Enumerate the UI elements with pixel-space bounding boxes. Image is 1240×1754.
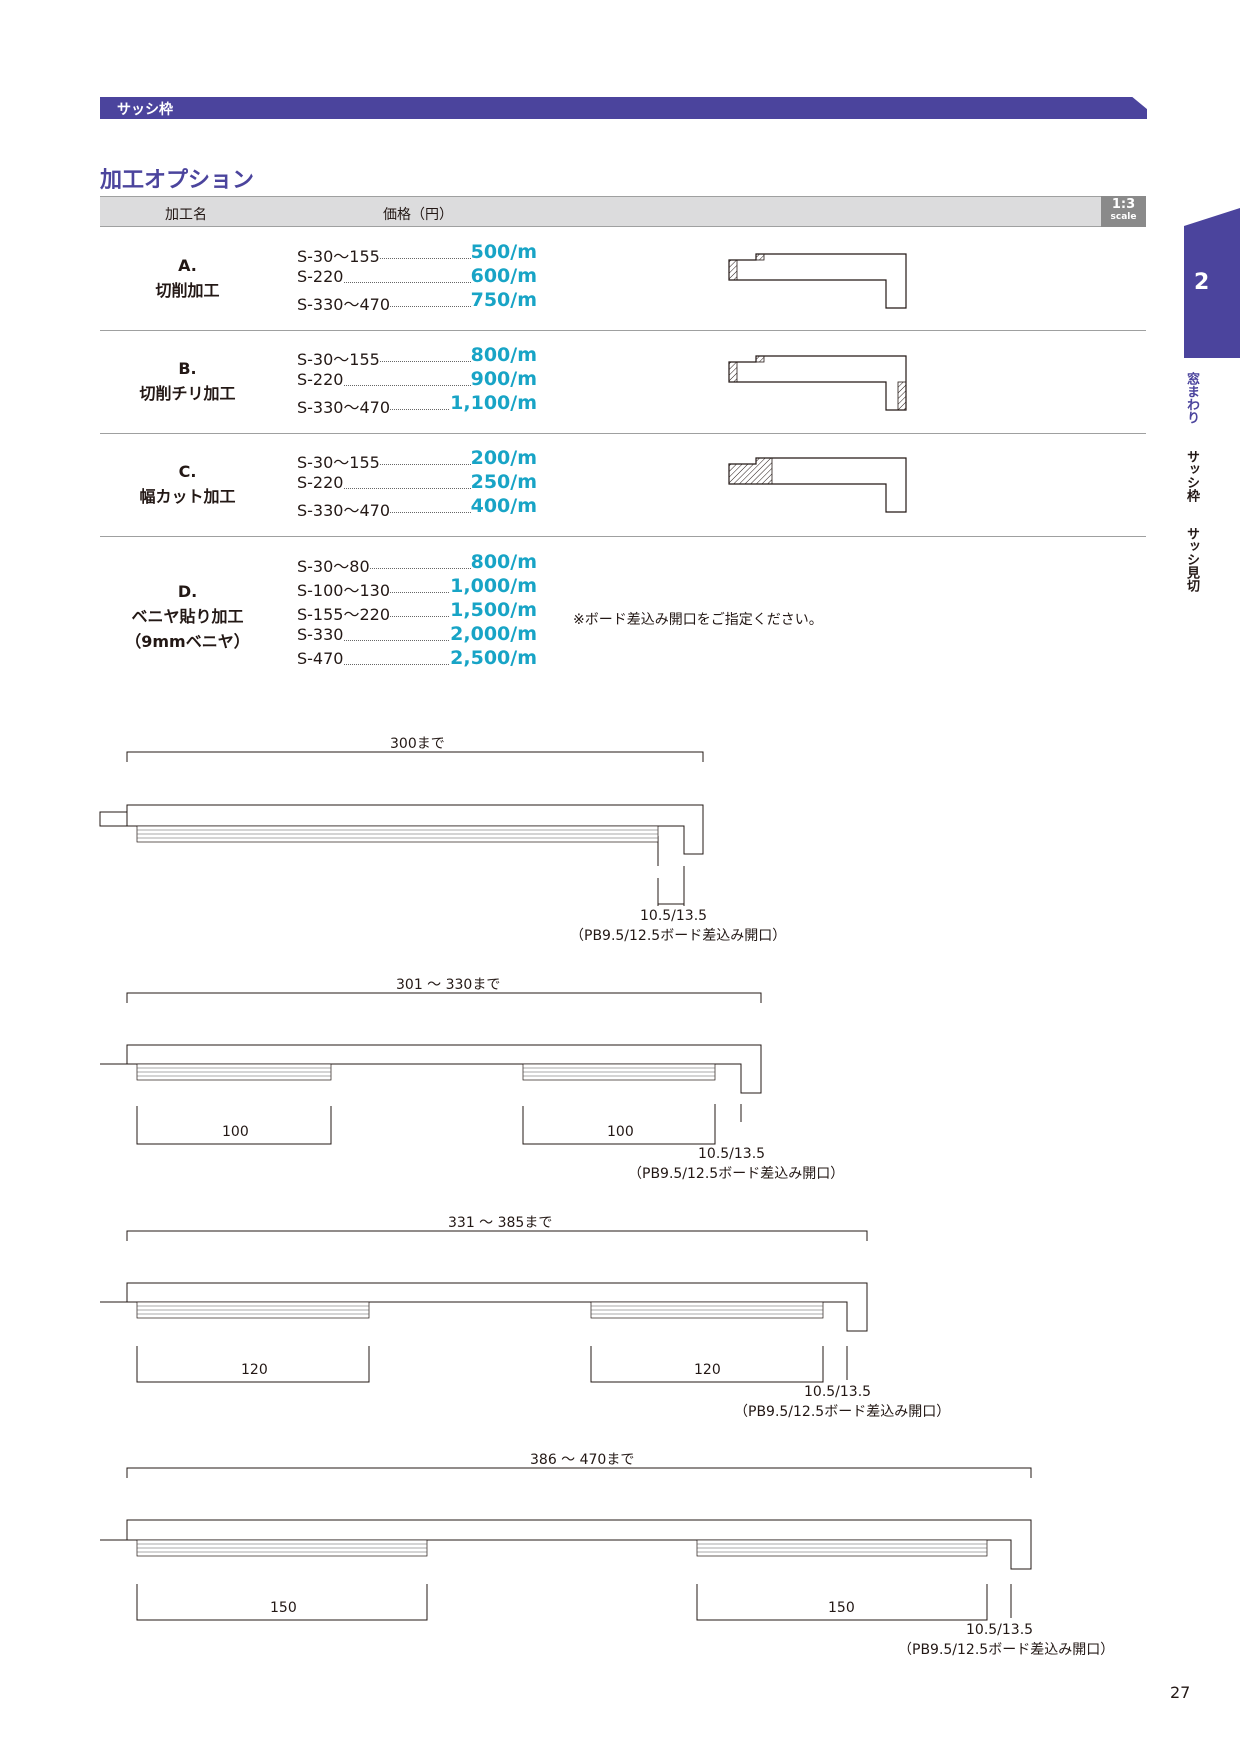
row-divider [100, 433, 1146, 434]
d4-strip-left: 150 [270, 1600, 297, 1616]
price-value: 1,100/m [450, 392, 537, 414]
category-header-bar: サッシ枠 [100, 97, 1147, 119]
d2-gap-label: 10.5/13.5 [698, 1146, 766, 1162]
option-b-name: B. 切削チリ加工 [100, 356, 275, 406]
option-letter: D. [177, 582, 198, 601]
option-d-name: D. ベニヤ貼り加工 （9mmベニヤ） [100, 579, 275, 654]
size-label: S-220 [297, 473, 344, 492]
price-value: 500/m [470, 241, 537, 263]
size-label: S-30〜155 [297, 449, 380, 473]
table-header [100, 196, 1146, 227]
option-title: 切削チリ加工 [139, 384, 236, 403]
price-value: 800/m [470, 551, 537, 573]
price-value: 2,000/m [450, 623, 537, 645]
price-value: 750/m [470, 289, 537, 311]
scale-ratio: 1:3 [1111, 197, 1136, 212]
price-row: S-155〜220 1,500/m [297, 599, 537, 625]
price-row: S-30〜155 200/m [297, 447, 537, 473]
size-label: S-330 [297, 625, 344, 644]
price-value: 400/m [470, 495, 537, 517]
size-label: S-330〜470 [297, 394, 391, 418]
option-title: 幅カット加工 [139, 487, 236, 506]
price-row: S-220 900/m [297, 368, 537, 392]
price-row: S-470 2,500/m [297, 647, 537, 671]
size-label: S-100〜130 [297, 577, 391, 601]
size-label: S-330〜470 [297, 497, 391, 521]
row-divider [100, 536, 1146, 537]
option-a-name: A. 切削加工 [100, 253, 275, 303]
price-value: 900/m [470, 368, 537, 390]
d3-gap-label: 10.5/13.5 [804, 1384, 872, 1400]
d4-width-label: 386 〜 470まで [530, 1452, 635, 1468]
side-nav-item[interactable]: サッシ見切 [1184, 527, 1199, 592]
price-value: 2,500/m [450, 647, 537, 669]
price-value: 200/m [470, 447, 537, 469]
d3-width-label: 331 〜 385まで [448, 1215, 553, 1231]
size-label: S-155〜220 [297, 601, 391, 625]
category-label: サッシ枠 [117, 102, 173, 118]
option-letter: C. [178, 462, 197, 481]
price-row: S-30〜155 500/m [297, 241, 537, 267]
price-row: S-30〜80 800/m [297, 551, 537, 577]
price-row: S-330〜470 750/m [297, 289, 537, 315]
profile-sketch-c [728, 457, 907, 513]
chapter-number: 2 [1194, 270, 1210, 295]
size-label: S-470 [297, 649, 344, 668]
price-row: S-30〜155 800/m [297, 344, 537, 370]
price-row: S-100〜130 1,000/m [297, 575, 537, 601]
d4-gap-label: 10.5/13.5 [966, 1622, 1034, 1638]
option-subtitle: （9mmベニヤ） [125, 632, 250, 651]
size-label: S-330〜470 [297, 291, 391, 315]
size-label: S-30〜155 [297, 243, 380, 267]
scale-word: scale [1110, 212, 1137, 222]
d2-strip-left: 100 [222, 1124, 249, 1140]
option-title: ベニヤ貼り加工 [131, 607, 244, 626]
column-header-name: 加工名 [165, 207, 207, 223]
page-number: 27 [1170, 1683, 1191, 1702]
option-letter: A. [178, 256, 197, 275]
price-row: S-220 250/m [297, 471, 537, 495]
price-row: S-330〜470 1,100/m [297, 392, 537, 418]
d3-strip-right: 120 [694, 1362, 721, 1378]
size-label: S-220 [297, 370, 344, 389]
d1-gap-note: （PB9.5/12.5ボード差込み開口） [570, 928, 787, 944]
d1-gap-label: 10.5/13.5 [640, 908, 708, 924]
column-header-price: 価格（円） [383, 207, 453, 223]
profile-sketch-b [728, 355, 907, 411]
d2-strip-right: 100 [607, 1124, 634, 1140]
price-value: 1,500/m [450, 599, 537, 621]
d1-width-label: 300まで [390, 736, 445, 752]
chapter-tab[interactable]: 2 [1184, 208, 1240, 358]
price-value: 250/m [470, 471, 537, 493]
size-label: S-220 [297, 267, 344, 286]
d3-gap-note: （PB9.5/12.5ボード差込み開口） [734, 1404, 951, 1420]
d2-gap-note: （PB9.5/12.5ボード差込み開口） [628, 1166, 845, 1182]
d2-width-label: 301 〜 330まで [396, 977, 501, 993]
price-value: 1,000/m [450, 575, 537, 597]
side-nav-item[interactable]: サッシ枠 [1184, 450, 1199, 502]
option-title: 切削加工 [155, 281, 220, 300]
price-value: 600/m [470, 265, 537, 287]
profile-sketch-a [728, 253, 907, 309]
board-opening-note: ※ボード差込み開口をご指定ください。 [573, 612, 823, 628]
row-divider [100, 330, 1146, 331]
price-row: S-330 2,000/m [297, 623, 537, 647]
size-label: S-30〜80 [297, 553, 370, 577]
section-title: 加工オプション [100, 168, 255, 193]
price-row: S-220 600/m [297, 265, 537, 289]
d4-strip-right: 150 [828, 1600, 855, 1616]
price-value: 800/m [470, 344, 537, 366]
option-letter: B. [178, 359, 197, 378]
side-nav-item[interactable]: 窓まわり [1184, 372, 1199, 424]
size-label: S-30〜155 [297, 346, 380, 370]
price-row: S-330〜470 400/m [297, 495, 537, 521]
scale-badge: 1:3 scale [1101, 196, 1146, 227]
option-c-name: C. 幅カット加工 [100, 459, 275, 509]
d3-strip-left: 120 [241, 1362, 268, 1378]
d4-gap-note: （PB9.5/12.5ボード差込み開口） [898, 1642, 1115, 1658]
